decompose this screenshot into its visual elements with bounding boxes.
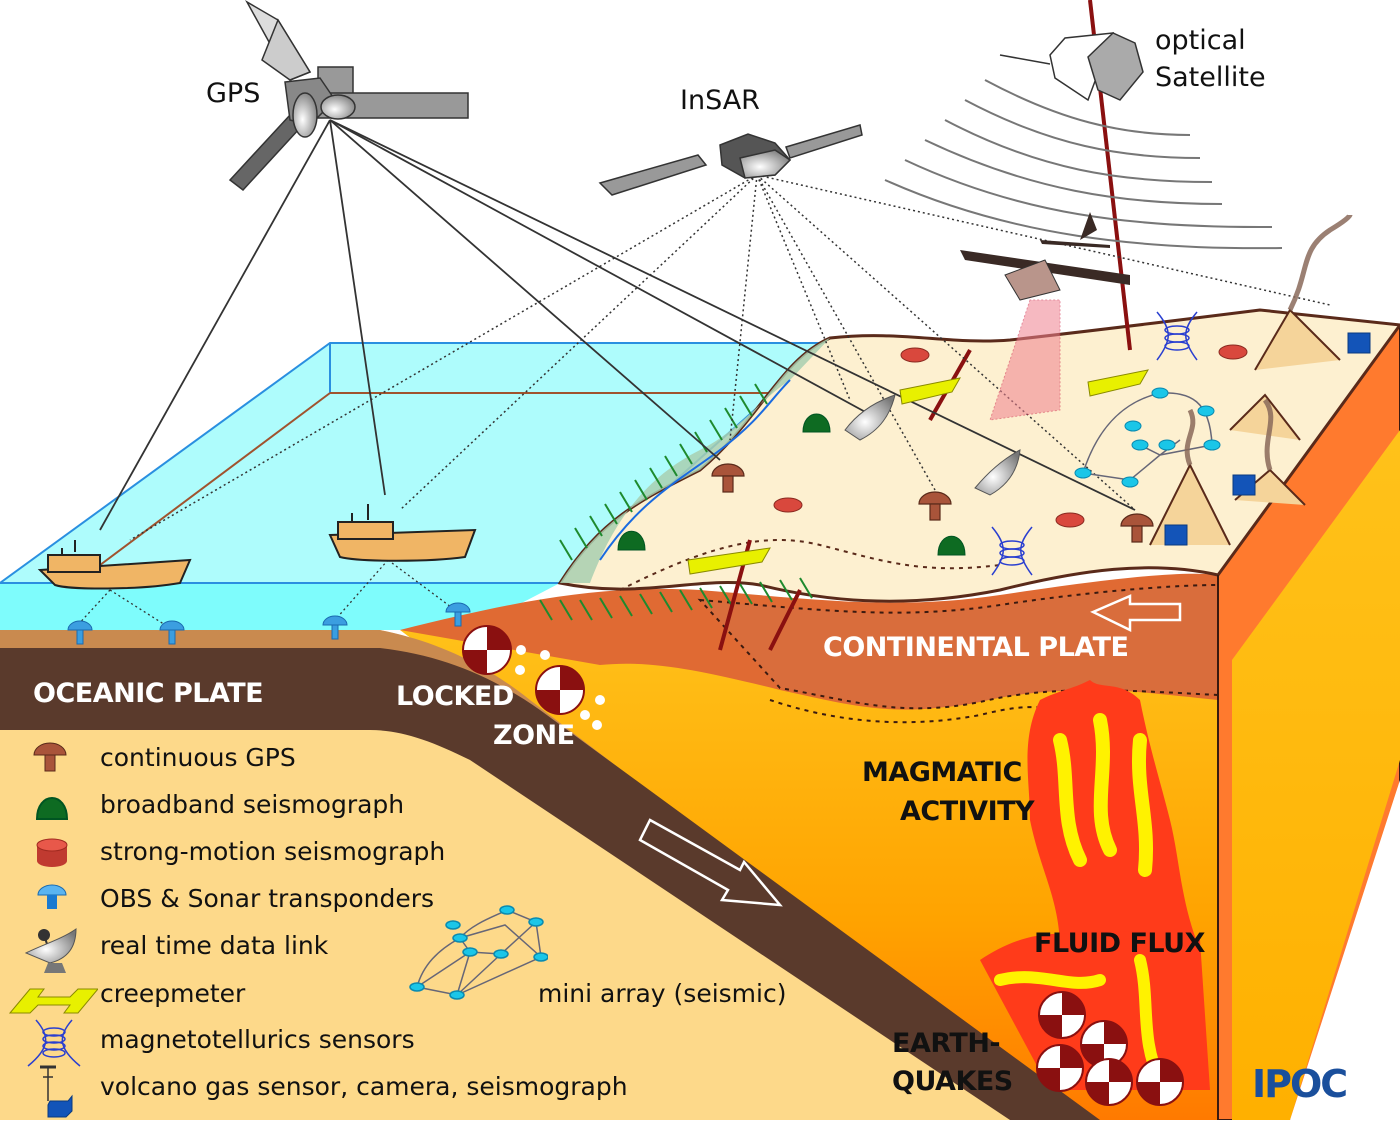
- magmatic-activity-label-line2: ACTIVITY: [900, 796, 1035, 827]
- gps-satellite-label: GPS: [206, 78, 261, 109]
- legend-label: creepmeter: [100, 979, 246, 1008]
- gps-signal-lines: [99, 119, 1136, 531]
- insar-signal-lines: [129, 174, 1331, 541]
- continental-plate-motion-arrow: [1090, 594, 1182, 632]
- land-instruments: [617, 213, 1371, 576]
- locked-zone-label-line2: ZONE: [493, 720, 575, 751]
- insar-satellite-icon: [598, 124, 863, 196]
- locked-zone-label-line1: LOCKED: [396, 681, 514, 712]
- optical-satellite-label-line1: optical: [1155, 25, 1246, 56]
- ocean-acoustic-lines: [74, 559, 456, 629]
- strong-motion-seismograph-icon: [36, 838, 68, 867]
- volcano-gas-sensor-icon: [40, 1065, 73, 1118]
- legend-label: broadband seismograph: [100, 790, 405, 819]
- legend-label: volcano gas sensor, camera, seismograph: [100, 1072, 628, 1101]
- research-ship-icon: [328, 504, 477, 562]
- locked-zone-earthquakes: [462, 625, 605, 730]
- creepmeter-icon: [8, 988, 98, 1014]
- continuous-gps-icon: [33, 742, 67, 772]
- earthquakes-label-line2: QUAKES: [892, 1066, 1013, 1097]
- legend-label: OBS & Sonar transponders: [100, 884, 435, 913]
- obs-transponders: [67, 602, 471, 645]
- legend-label: real time data link: [100, 931, 329, 960]
- magmatic-activity-label-line1: MAGMATIC: [862, 757, 1022, 788]
- ipoc-logo: IPOC: [1252, 1062, 1348, 1106]
- continental-crust: [400, 573, 1219, 724]
- mini-array-icon: [409, 905, 548, 1000]
- optical-satellite-icon: [999, 32, 1144, 102]
- optical-satellite-waves: [884, 79, 1283, 250]
- satellite-dish-icon: [24, 928, 77, 973]
- gps-satellite-icon: [228, 0, 469, 192]
- deep-earthquakes: [1036, 991, 1184, 1106]
- research-ship-icon: [37, 540, 192, 590]
- fluid-flux-label: FLUID FLUX: [1034, 928, 1205, 959]
- survey-airplane-icon: [960, 212, 1130, 421]
- broadband-seismograph-icon: [35, 797, 69, 820]
- block-side-face: [1217, 323, 1400, 1120]
- continental-plate-label: CONTINENTAL PLATE: [823, 632, 1129, 663]
- mini-array-label: mini array (seismic): [538, 979, 787, 1008]
- magma-flames: [980, 575, 1219, 1120]
- oceanic-plate: [0, 630, 1100, 1120]
- legend-label: magnetotellurics sensors: [100, 1025, 415, 1054]
- locked-zone-hatching: [539, 383, 813, 621]
- oceanic-plate-motion-arrow: [638, 818, 783, 907]
- legend-label: continuous GPS: [100, 743, 296, 772]
- legend-label: strong-motion seismograph: [100, 837, 446, 866]
- optical-satellite-label-line2: Satellite: [1155, 62, 1266, 93]
- earthquakes-label-line1: EARTH-: [892, 1028, 1001, 1059]
- obs-sonar-transponder-icon: [37, 884, 67, 909]
- oceanic-plate-label: OCEANIC PLATE: [33, 678, 264, 709]
- magnetotellurics-sensor-icon: [27, 1019, 81, 1067]
- insar-satellite-label: InSAR: [680, 85, 760, 116]
